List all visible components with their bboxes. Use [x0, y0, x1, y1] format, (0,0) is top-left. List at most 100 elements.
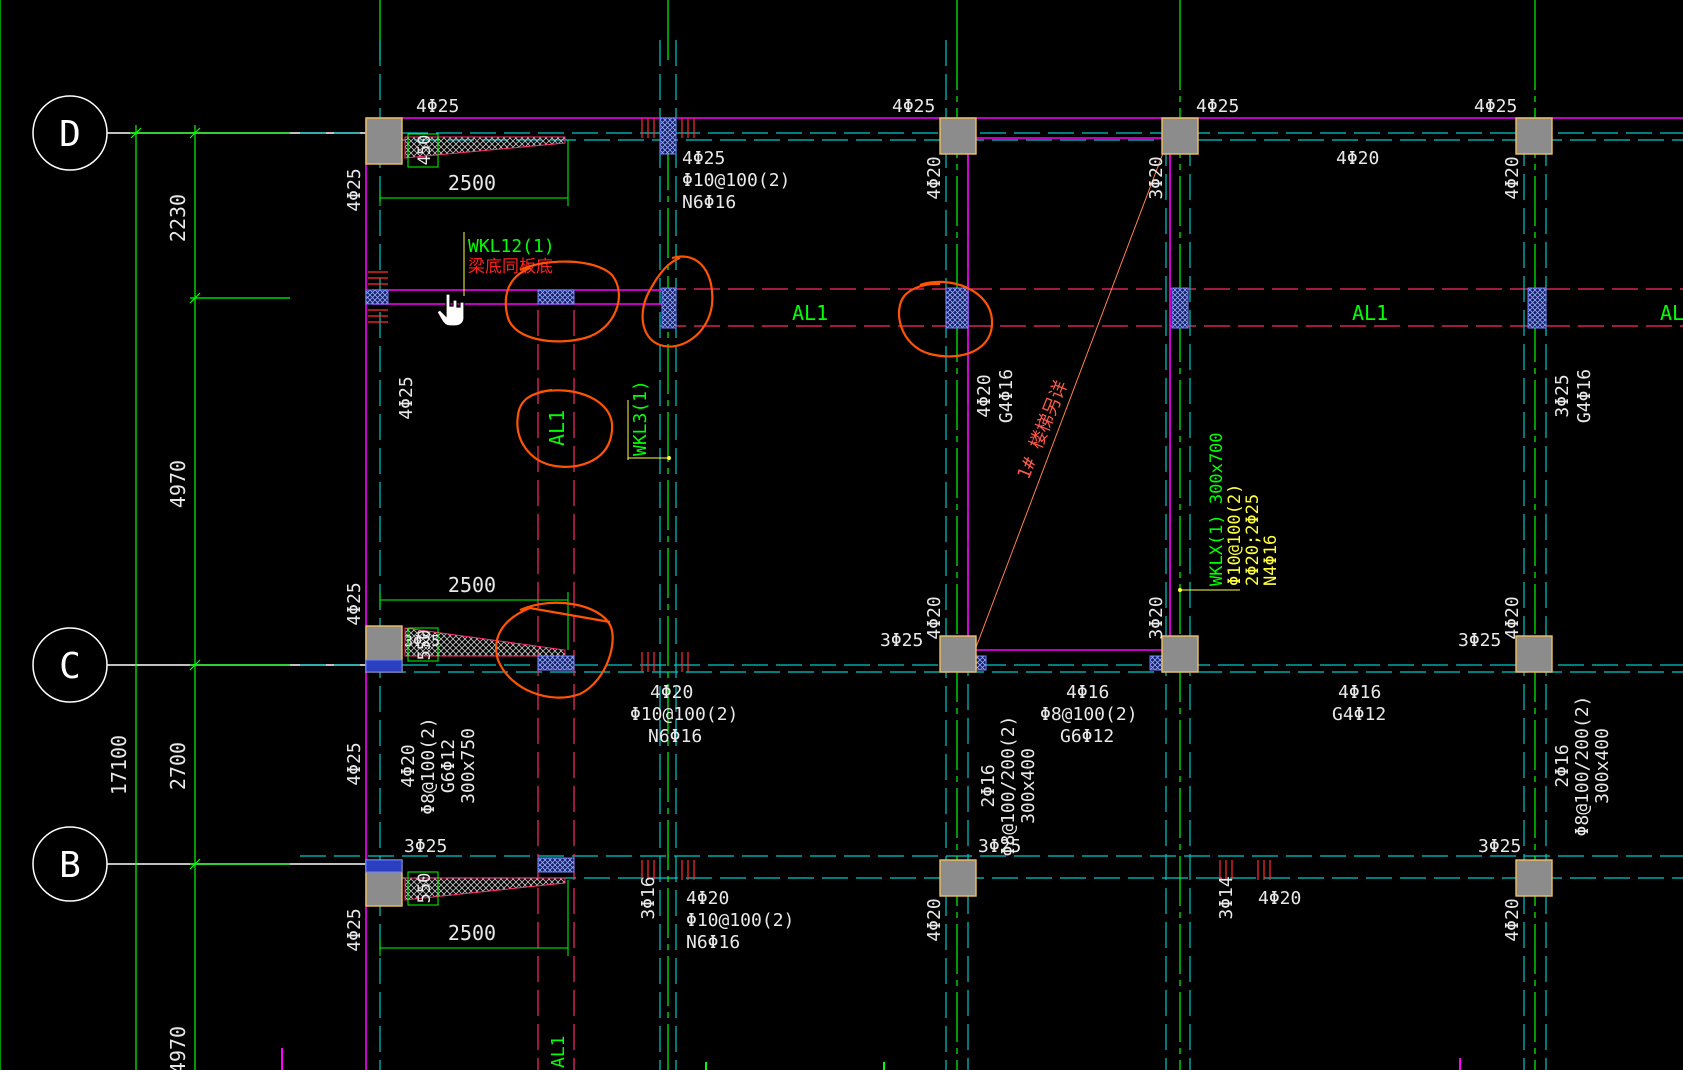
left-col-rebar-d: 4Φ25: [344, 168, 365, 211]
stair-diagonal: [974, 139, 1169, 651]
dim-seg-3: 2700: [166, 742, 190, 790]
dim-seg-4: 4970: [166, 1026, 190, 1070]
haunch-length-3: 2500: [448, 921, 496, 945]
axis-label-c: C: [59, 646, 81, 687]
al1-label-a[interactable]: AL1: [792, 301, 828, 325]
d-top-rebar-4: 4Φ25: [1474, 96, 1517, 117]
dimension-lines: [0, 0, 290, 1070]
cb-left-stirrup: Φ8@100(2): [418, 717, 439, 815]
markup-circle-4[interactable]: [516, 388, 614, 468]
cb-left-bars: 4Φ20: [398, 744, 419, 787]
haunch-dimensions: [379, 133, 569, 956]
b-col4-bottom: 4Φ20: [1502, 898, 1523, 941]
cb-right-size: 300x400: [1592, 728, 1613, 804]
column-d2[interactable]: [939, 117, 977, 155]
beam-edges: [365, 117, 1683, 1070]
wkl12-note: 梁底同板底: [468, 257, 553, 277]
cb-right-bars: 2Φ16: [1552, 744, 1573, 787]
left-col-rebar-bottom: 4Φ25: [344, 908, 365, 951]
c-bottom-2-stirrup: Φ8@100(2): [1040, 704, 1138, 725]
d-mid-bars: 4Φ25: [682, 148, 725, 169]
wkl3-label[interactable]: WKL3(1): [630, 380, 651, 456]
d-mid-stirrup: Φ10@100(2): [682, 170, 790, 191]
b-bottom-rebar-1: 3Φ16: [638, 876, 659, 919]
wklx-side: N4Φ16: [1261, 535, 1281, 586]
column-d3[interactable]: [1161, 117, 1199, 155]
al1-label-bottom[interactable]: AL1: [548, 1035, 569, 1068]
markup-circles: [495, 255, 994, 699]
cb-mid-stirrup: Φ8@100/200(2): [998, 716, 1019, 857]
markup-circle-1[interactable]: [504, 260, 620, 343]
beam-ties: [365, 117, 1547, 873]
left-col-rebar-c: 4Φ25: [344, 582, 365, 625]
col3-c-rebar: 3Φ20: [1146, 596, 1167, 639]
c-bottom-2-bars: 4Φ16: [1066, 682, 1109, 703]
col4-c-rebar: 4Φ20: [1502, 596, 1523, 639]
grid-axes: [32, 95, 370, 902]
column-b2[interactable]: [939, 859, 977, 897]
rebar-marks: [368, 118, 1271, 880]
col2-mid-bars: 4Φ20: [974, 374, 995, 417]
dim-seg-2: 4970: [166, 460, 190, 508]
axis-label-d: D: [59, 114, 81, 155]
haunch-depth-2: 550: [415, 630, 435, 661]
b-top-rebar-2: 3Φ25: [978, 836, 1021, 857]
b-top-rebar-3: 3Φ25: [1478, 836, 1521, 857]
haunch-depth-1: 450: [415, 135, 435, 166]
haunch-depth-3: 550: [415, 873, 435, 904]
markup-circle-5[interactable]: [495, 601, 614, 699]
col4-mid-bars: 3Φ25: [1552, 374, 1573, 417]
markup-circle-2[interactable]: [641, 255, 714, 348]
col4-mid-side: G4Φ16: [1574, 369, 1595, 423]
b-bottom-2-bars: 4Φ20: [686, 888, 729, 909]
cb-right-stirrup: Φ8@100/200(2): [1572, 696, 1593, 837]
d-right-bottom: 4Φ20: [1336, 148, 1379, 169]
c-bottom-2-side: G6Φ12: [1060, 726, 1114, 747]
col4-top-rebar: 4Φ20: [1502, 156, 1523, 199]
haunch-length-2: 2500: [448, 573, 496, 597]
b-bottom-2-side: N6Φ16: [686, 932, 740, 953]
d-top-rebar-1: 4Φ25: [416, 96, 459, 117]
col2-top-rebar: 4Φ20: [924, 156, 945, 199]
c-top-rebar-2: 3Φ25: [404, 632, 440, 650]
column-c4[interactable]: [1515, 635, 1553, 673]
column-b4[interactable]: [1515, 859, 1553, 897]
wklx-name[interactable]: WKLX(1) 300x700: [1207, 432, 1227, 586]
al1-label-vertical[interactable]: AL1: [545, 410, 569, 446]
c-bottom-1-bars: 4Φ20: [650, 682, 693, 703]
b-bottom-2-stirrup: Φ10@100(2): [686, 910, 794, 931]
dim-total: 17100: [107, 735, 131, 795]
column-d4[interactable]: [1515, 117, 1553, 155]
al1-label-b[interactable]: AL1: [1352, 301, 1388, 325]
c-bottom-3-bars: 4Φ16: [1338, 682, 1381, 703]
al1-label-c[interactable]: AL1: [1660, 301, 1683, 325]
column-c3[interactable]: [1161, 635, 1199, 673]
haunches: [404, 136, 566, 901]
centerlines: [300, 40, 1683, 1070]
c-bottom-1-stirrup: Φ10@100(2): [630, 704, 738, 725]
cb-left-size: 300x750: [458, 728, 479, 804]
b-col2-bottom: 4Φ20: [924, 898, 945, 941]
d-top-rebar-3: 4Φ25: [1196, 96, 1239, 117]
c-bottom-3-side: G4Φ12: [1332, 704, 1386, 725]
column-d1[interactable]: [365, 117, 403, 165]
wkl12-label[interactable]: WKL12(1): [468, 236, 555, 257]
cb-mid-bars: 2Φ16: [978, 764, 999, 807]
cb-left-side: G6Φ12: [438, 739, 459, 793]
stair-note: 1# 楼梯另详: [1014, 378, 1073, 483]
axis-label-b: B: [59, 845, 81, 886]
b-top-rebar-1: 3Φ25: [404, 836, 447, 857]
c-bottom-1-side: N6Φ16: [648, 726, 702, 747]
d-mid-side: N6Φ16: [682, 192, 736, 213]
markup-circle-3[interactable]: [897, 280, 994, 358]
left-col-rebar-b: 4Φ25: [344, 742, 365, 785]
d-top-rebar-2: 4Φ25: [892, 96, 935, 117]
haunch-length-1: 2500: [448, 171, 496, 195]
column-c2[interactable]: [939, 635, 977, 673]
b-bottom-rebar-4: 4Φ20: [1258, 888, 1301, 909]
hand-cursor: [436, 293, 465, 327]
wklx-stirrup: Φ10@100(2): [1225, 484, 1245, 586]
left-col-rebar-mid: 4Φ25: [396, 376, 417, 419]
b-bottom-rebar-3: 3Φ14: [1216, 876, 1237, 919]
